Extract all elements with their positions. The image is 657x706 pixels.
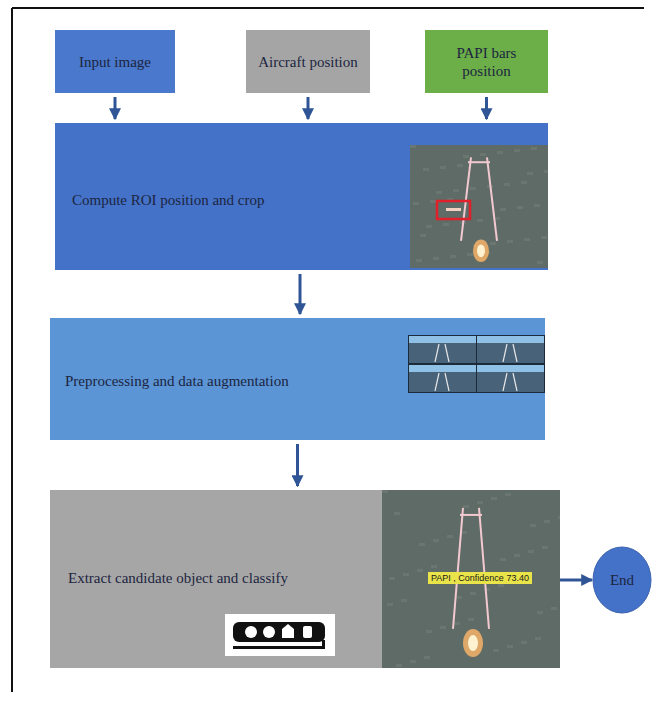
frame-line (12, 7, 644, 9)
process-band: Compute ROI position and crop (55, 123, 548, 270)
node-text: Input image (79, 53, 151, 71)
process-band: Extract candidate object and classify PAP… (50, 490, 560, 668)
node-text: End (610, 571, 634, 589)
flow-arrow (114, 97, 117, 119)
flow-arrow (560, 579, 592, 582)
runway-illustration (408, 335, 545, 393)
node-text: Aircraft position (258, 53, 358, 71)
node-text: Extract candidate object and classify (68, 569, 288, 587)
detection-label: PAPI , Confidence 73.40 (428, 572, 532, 584)
runway-illustration (410, 145, 548, 268)
input-box: Input image (55, 30, 175, 93)
input-box: PAPI bars position (425, 30, 548, 93)
flow-arrow (296, 444, 299, 486)
flow-arrow (307, 97, 310, 119)
papi-bar-icon (225, 614, 335, 656)
node-text: Preprocessing and data augmentation (65, 372, 289, 390)
node-text: Compute ROI position and crop (72, 191, 264, 209)
input-box: Aircraft position (246, 30, 370, 93)
node-text: PAPI bars position (433, 44, 540, 80)
flow-arrow (485, 97, 488, 119)
frame-line (11, 8, 13, 692)
end-ellipse: End (592, 546, 652, 614)
flow-arrow (299, 274, 302, 314)
process-band: Preprocessing and data augmentation (50, 318, 545, 440)
